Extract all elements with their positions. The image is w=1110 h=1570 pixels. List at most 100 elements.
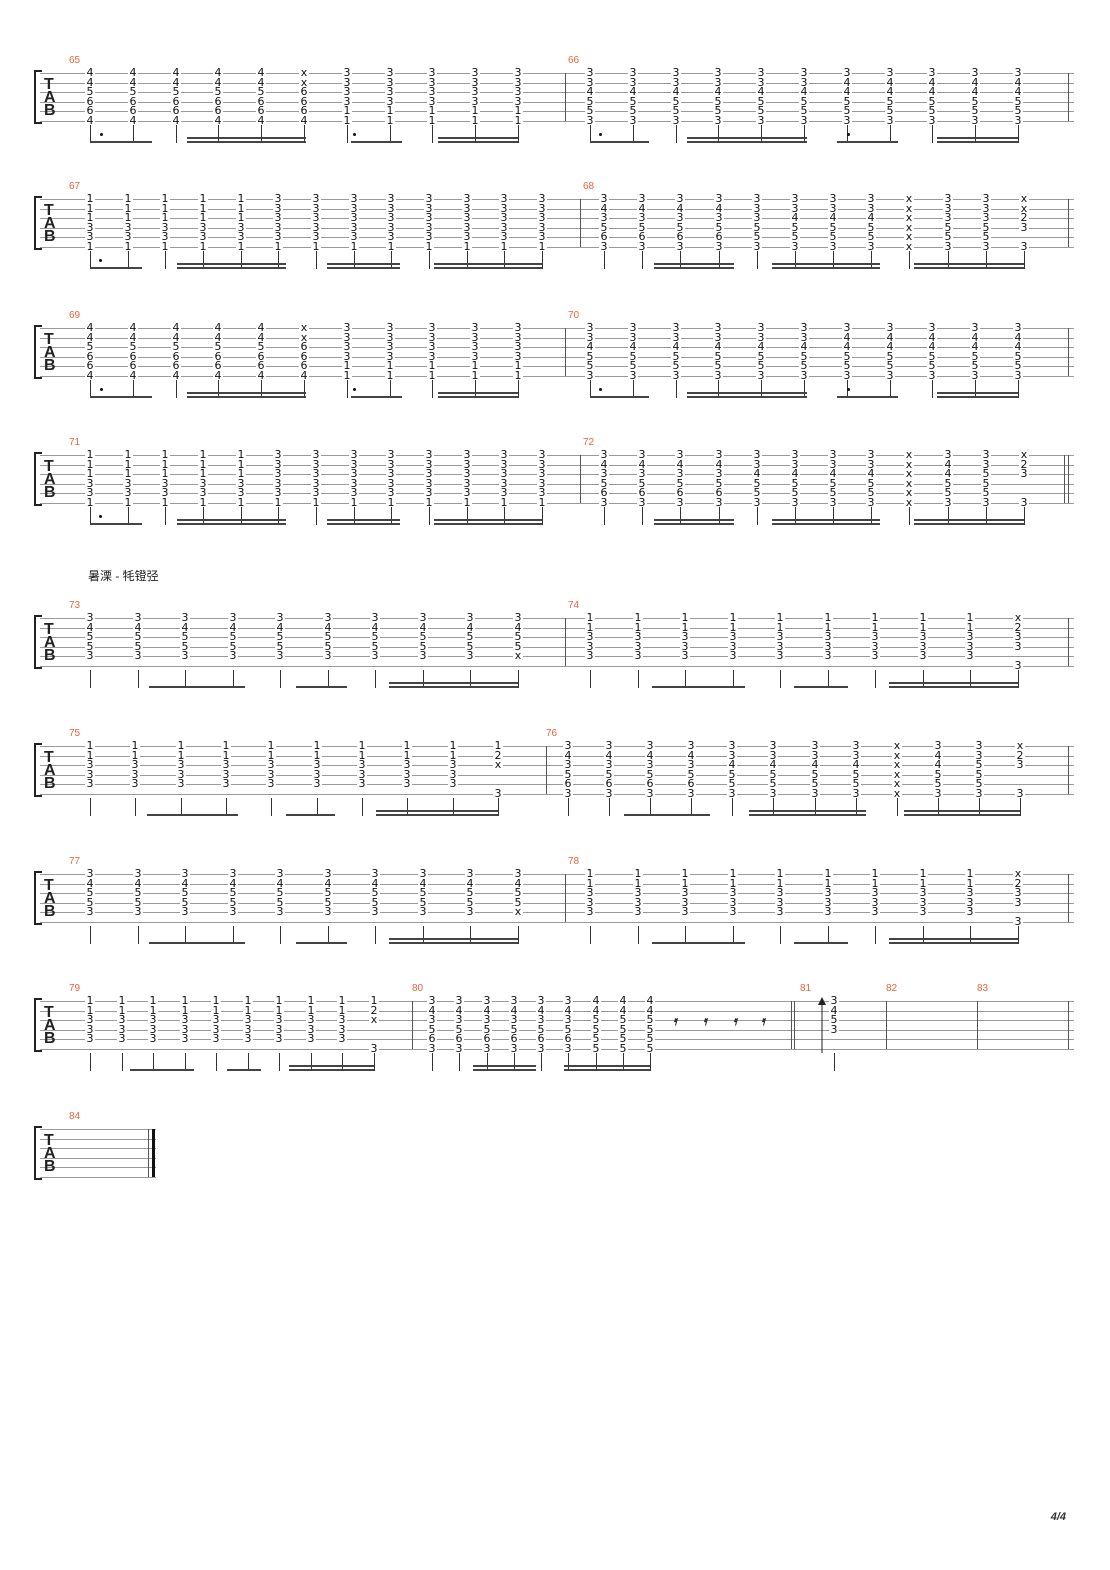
fret-number: x (904, 448, 914, 461)
fret-number: 3 (585, 895, 595, 909)
fret-number: 5 (618, 1041, 628, 1055)
fret-number: 3 (349, 486, 359, 499)
fret-number: 3 (965, 895, 975, 909)
note-stem (685, 669, 686, 688)
staff-line (40, 765, 1074, 766)
fret-number: 3 (675, 239, 685, 253)
fret-number: 3 (306, 1013, 316, 1026)
note-stem (642, 506, 643, 525)
fret-number: 3 (211, 1032, 221, 1045)
fret-number: 4 (256, 113, 266, 127)
fret-number: 5 (85, 85, 95, 98)
fret-number: 4 (128, 368, 138, 382)
fret-number: 3 (680, 630, 690, 643)
fret-number: 3 (228, 905, 238, 918)
staff-line (40, 366, 1074, 367)
fret-number: 3 (727, 739, 737, 752)
fret-number: 3 (160, 486, 170, 499)
fret-number: 3 (273, 467, 283, 480)
fret-number: 3 (513, 66, 523, 79)
note-stem (773, 797, 774, 816)
note-stem (871, 250, 872, 269)
fret-number: 3 (311, 201, 321, 215)
fret-number: 1 (537, 239, 547, 253)
fret-number: 1 (870, 611, 880, 624)
note-stem (261, 124, 262, 143)
fret-number: 5 (970, 349, 980, 363)
tab-letter-t: T (44, 202, 54, 219)
fret-number: x (1015, 739, 1025, 752)
dot-marker (847, 132, 850, 136)
fret-number: 3 (509, 1041, 519, 1055)
fret-number: 5 (513, 886, 523, 899)
fret-number: 3 (671, 330, 681, 344)
fret-number: 3 (918, 895, 928, 909)
fret-number: 3 (775, 886, 785, 899)
fret-number: 4 (256, 321, 266, 334)
staff-line (40, 1167, 156, 1168)
fret-number: 3 (198, 486, 208, 499)
fret-number: 3 (828, 192, 838, 205)
fret-number: 3 (386, 457, 396, 471)
fret-number: 4 (927, 75, 937, 89)
fret-number: 1 (236, 201, 246, 215)
fret-number: 3 (799, 321, 809, 334)
fret-number: 3 (965, 886, 975, 899)
fret-number: 1 (402, 739, 412, 752)
fret-number: 5 (256, 340, 266, 353)
fret-number: 1 (918, 867, 928, 880)
fret-number: 3 (628, 321, 638, 334)
fret-number: 3 (357, 767, 367, 781)
fret-number: x (493, 758, 503, 771)
fret-number: 3 (671, 66, 681, 79)
fret-number: 4 (299, 368, 309, 382)
fret-number: 3 (563, 786, 573, 800)
note-beam (937, 391, 1018, 394)
fret-number: 5 (585, 104, 595, 117)
fret-number: 5 (799, 104, 809, 117)
system-end-barline (1068, 73, 1069, 121)
fret-number: 1 (236, 467, 246, 480)
fret-number: 5 (85, 886, 95, 899)
measure-number: 84 (69, 1111, 81, 1122)
fret-number: 3 (970, 368, 980, 382)
fret-number: 5 (727, 767, 737, 781)
fret-number: x (299, 66, 309, 79)
fret-number: 3 (85, 476, 95, 490)
fret-number: 5 (1013, 349, 1023, 363)
fret-number: 4 (790, 467, 800, 480)
fret-number: 3 (790, 495, 800, 509)
fret-number: 3 (424, 230, 434, 243)
fret-number: x (299, 321, 309, 334)
staff-line (40, 921, 1074, 923)
fret-number: 3 (981, 201, 991, 215)
fret-number: 3 (537, 220, 547, 234)
fret-number: 3 (633, 886, 643, 899)
measure-number: 67 (69, 181, 81, 192)
fret-number: 1 (211, 1003, 221, 1017)
fret-number: 3 (885, 66, 895, 79)
fret-number: 1 (198, 239, 208, 253)
fret-number: 3 (402, 767, 412, 781)
fret-number: 3 (965, 630, 975, 643)
staff-bracket (34, 70, 42, 123)
fret-number: 1 (470, 113, 480, 127)
fret-number: 5 (228, 895, 238, 909)
note-stem (128, 506, 129, 525)
fret-number: 4 (866, 211, 876, 224)
note-stem (423, 925, 424, 944)
note-stem (185, 1052, 186, 1071)
fret-number: 4 (866, 467, 876, 480)
note-beam (904, 813, 1020, 816)
fret-number: 5 (974, 758, 984, 771)
fret-number: 3 (85, 1032, 95, 1045)
note-beam (286, 813, 335, 816)
note-stem (733, 669, 734, 688)
fret-number: 4 (810, 758, 820, 771)
fret-number: 3 (1013, 630, 1023, 643)
fret-number: 4 (645, 748, 655, 762)
fret-number: 3 (585, 368, 595, 382)
fret-number: 3 (974, 748, 984, 762)
note-beam (130, 1068, 194, 1071)
